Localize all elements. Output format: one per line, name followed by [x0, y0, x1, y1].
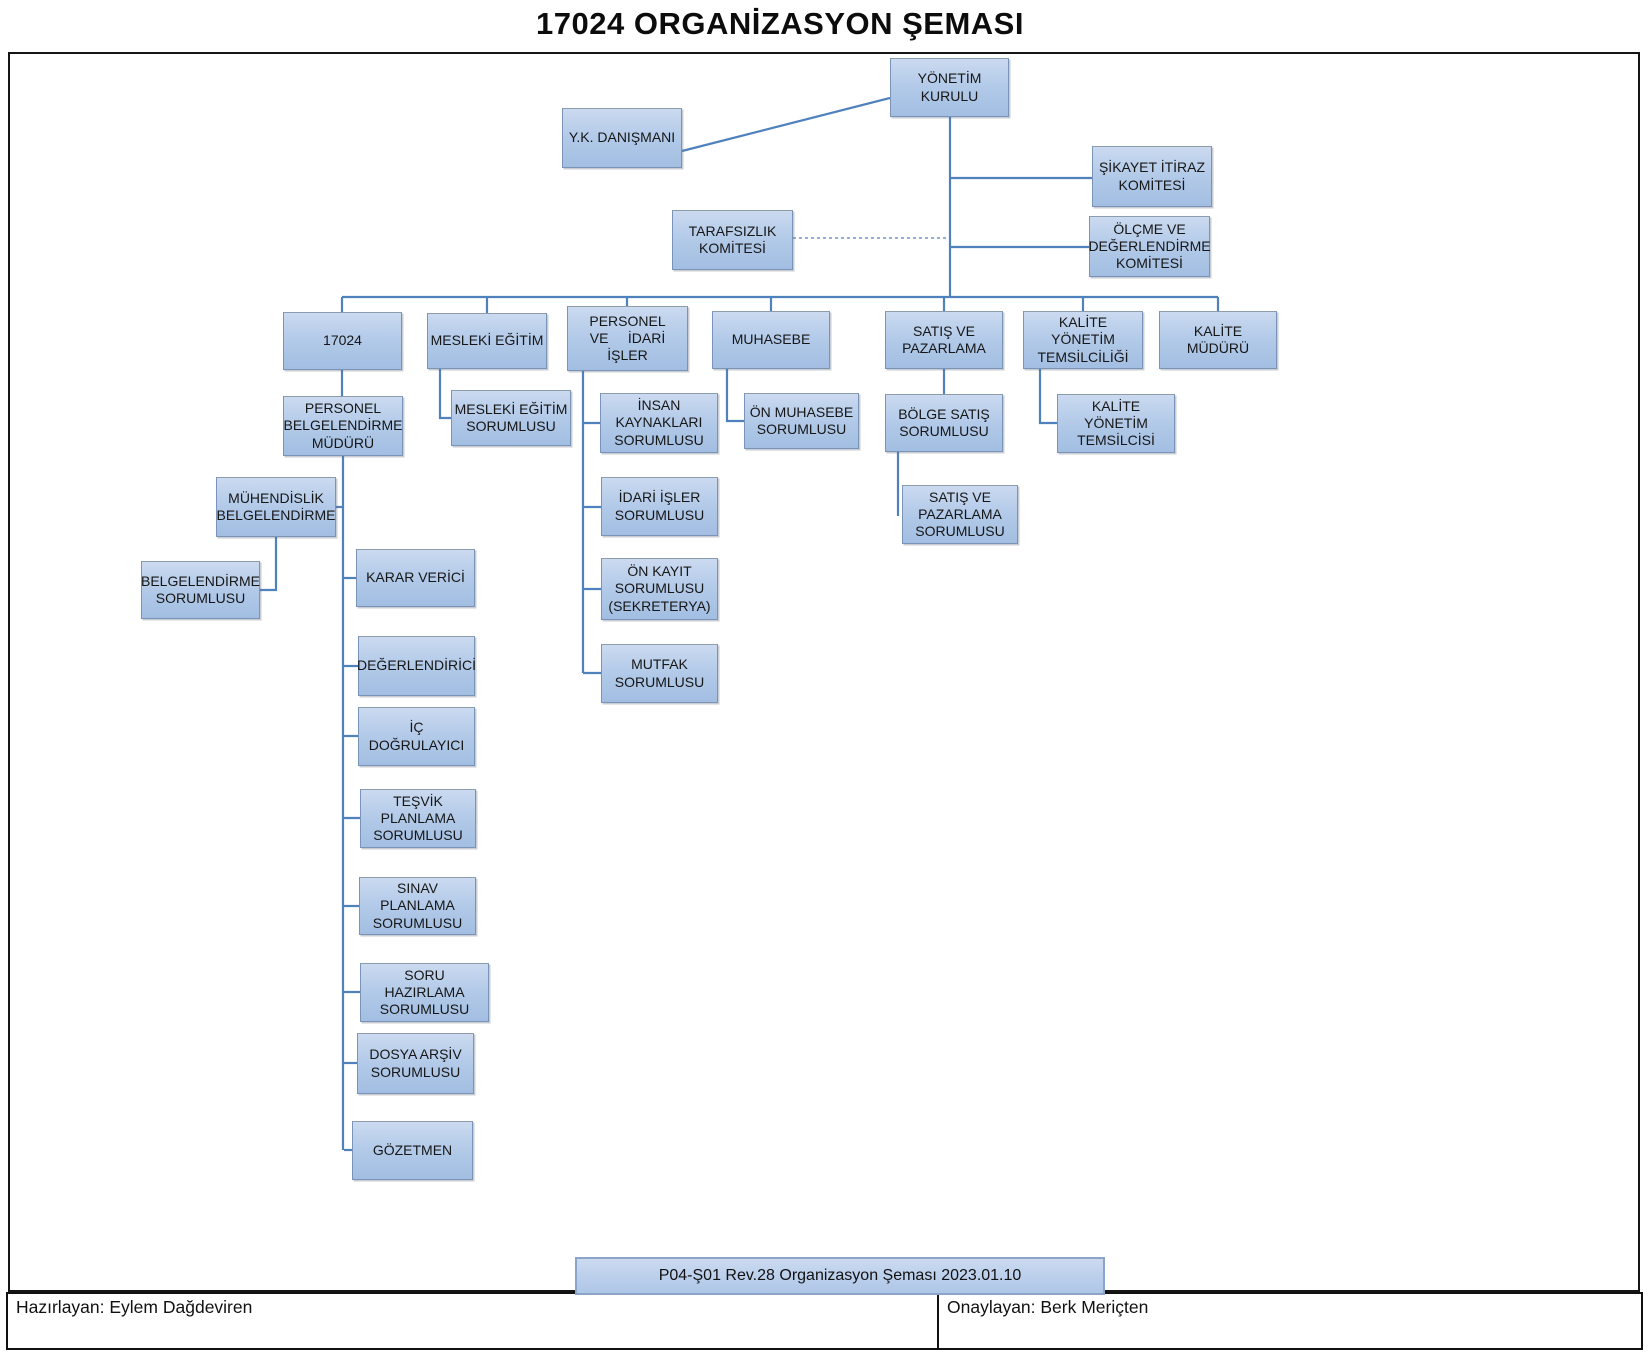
org-node-label: TARAFSIZLIK KOMİTESİ — [688, 222, 777, 256]
revision-label: P04-Ş01 Rev.28 Organizasyon Şeması 2023.… — [658, 1267, 1022, 1284]
org-node-gozetmen: GÖZETMEN — [352, 1121, 473, 1180]
org-node-label: PERSONEL BELGELENDİRME MÜDÜRÜ — [283, 400, 403, 451]
org-node-kalite-yonetim-temsilcisi: KALİTE YÖNETİM TEMSİLCİSİ — [1057, 394, 1175, 453]
org-node-muhendislik-belgelendirme: MÜHENDİSLİK BELGELENDİRME — [216, 477, 336, 537]
org-node-label: MESLEKİ EĞİTİM SORUMLUSU — [454, 400, 568, 434]
org-node-satis-ve-pazarlama: SATIŞ VE PAZARLAMA — [885, 311, 1003, 369]
org-node-label: YÖNETİM KURULU — [917, 70, 982, 104]
org-node-insan-kaynaklari-sorumlusu: İNSAN KAYNAKLARI SORUMLUSU — [600, 393, 718, 453]
org-node-label: ŞİKAYET İTİRAZ KOMİTESİ — [1098, 159, 1206, 193]
org-node-muhasebe: MUHASEBE — [712, 311, 830, 369]
org-node-label: MESLEKİ EĞİTİM — [430, 332, 544, 349]
org-node-degerlendirici: DEĞERLENDİRİCİ — [356, 636, 477, 696]
org-node-17024: 17024 — [283, 312, 402, 370]
org-node-label: KALİTE YÖNETİM TEMSİLCİLİĞİ — [1037, 314, 1129, 365]
org-node-label: DEĞERLENDİRİCİ — [356, 657, 477, 674]
org-node-label: SATIŞ VE PAZARLAMA SORUMLUSU — [915, 488, 1005, 540]
org-node-label: ÖN KAYIT SORUMLUSU (SEKRETERYA) — [608, 563, 711, 614]
org-node-olcme-ve-degerlendirme-komitesi: ÖLÇME VE DEĞERLENDİRME KOMİTESİ — [1088, 216, 1211, 277]
org-node-label: KALİTE MÜDÜRÜ — [1186, 322, 1250, 356]
org-node-label: SINAV PLANLAMA SORUMLUSU — [372, 880, 463, 931]
org-node-karar-verici: KARAR VERİCİ — [356, 549, 475, 607]
footer-prepared-by: Hazırlayan: Eylem Dağdeviren — [16, 1297, 253, 1317]
org-node-label: SATIŞ VE PAZARLAMA — [902, 322, 986, 356]
org-node-yk-danismani: Y.K. DANIŞMANI — [562, 108, 682, 168]
org-node-label: KARAR VERİCİ — [366, 569, 465, 586]
org-node-label: 17024 — [323, 332, 362, 349]
org-node-idari-isler-sorumlusu: İDARİ İŞLER SORUMLUSU — [601, 477, 718, 536]
org-node-personel-belgelendirme-muduru: PERSONEL BELGELENDİRME MÜDÜRÜ — [283, 396, 403, 456]
org-node-label: Y.K. DANIŞMANI — [568, 129, 676, 146]
org-node-personel-ve-idari-isler: PERSONEL VE İDARİ İŞLER — [567, 306, 688, 371]
org-node-label: İDARİ İŞLER SORUMLUSU — [614, 489, 705, 523]
org-node-label: BÖLGE SATIŞ SORUMLUSU — [898, 405, 990, 439]
org-node-label: İÇ DOĞRULAYICI — [368, 719, 465, 753]
org-node-mesleki-egitim-sorumlusu: MESLEKİ EĞİTİM SORUMLUSU — [451, 390, 571, 446]
org-node-bolge-satis-sorumlusu: BÖLGE SATIŞ SORUMLUSU — [885, 394, 1003, 452]
org-node-label: ÖN MUHASEBE SORUMLUSU — [749, 403, 854, 437]
org-node-label: MÜHENDİSLİK BELGELENDİRME — [216, 489, 336, 523]
org-node-sinav-planlama-sorumlusu: SINAV PLANLAMA SORUMLUSU — [359, 877, 476, 935]
org-node-dosya-arsiv-sorumlusu: DOSYA ARŞİV SORUMLUSU — [357, 1033, 474, 1094]
org-node-label: GÖZETMEN — [372, 1141, 453, 1158]
org-node-belgelendirme-sorumlusu: BELGELENDİRME SORUMLUSU — [141, 561, 260, 619]
org-node-kalite-yonetim-temsilciligi: KALİTE YÖNETİM TEMSİLCİLİĞİ — [1023, 311, 1143, 369]
org-node-yonetim-kurulu: YÖNETİM KURULU — [890, 58, 1009, 117]
org-node-mesleki-egitim: MESLEKİ EĞİTİM — [427, 313, 547, 369]
org-node-label: DOSYA ARŞİV SORUMLUSU — [369, 1046, 462, 1080]
org-node-soru-hazirlama-sorumlusu: SORU HAZIRLAMA SORUMLUSU — [360, 963, 489, 1022]
org-node-on-muhasebe-sorumlusu: ÖN MUHASEBE SORUMLUSU — [744, 393, 859, 449]
org-node-on-kayit-sorumlusu: ÖN KAYIT SORUMLUSU (SEKRETERYA) — [601, 558, 718, 620]
footer-table: Hazırlayan: Eylem Dağdeviren Onaylayan: … — [6, 1292, 1643, 1350]
chart-frame — [8, 52, 1640, 1292]
org-node-ic-dogrulayici: İÇ DOĞRULAYICI — [358, 707, 475, 766]
org-node-label: KALİTE YÖNETİM TEMSİLCİSİ — [1077, 397, 1155, 449]
org-node-kalite-muduru: KALİTE MÜDÜRÜ — [1159, 311, 1277, 369]
page-title: 17024 ORGANİZASYON ŞEMASI — [536, 6, 1024, 41]
org-node-tarafsizlik-komitesi: TARAFSIZLIK KOMİTESİ — [672, 210, 793, 270]
org-node-sikayet-itiraz-komitesi: ŞİKAYET İTİRAZ KOMİTESİ — [1092, 146, 1212, 207]
org-node-label: BELGELENDİRME SORUMLUSU — [140, 572, 261, 606]
org-node-satis-ve-pazarlama-sorumlusu: SATIŞ VE PAZARLAMA SORUMLUSU — [902, 485, 1018, 544]
org-node-label: MUHASEBE — [731, 331, 811, 348]
org-node-label: ÖLÇME VE DEĞERLENDİRME KOMİTESİ — [1088, 220, 1211, 272]
org-node-label: İNSAN KAYNAKLARI SORUMLUSU — [614, 397, 704, 448]
org-node-label: MUTFAK SORUMLUSU — [614, 656, 705, 690]
org-node-label: TEŞVİK PLANLAMA SORUMLUSU — [373, 792, 463, 844]
org-node-tesvik-planlama-sorumlusu: TEŞVİK PLANLAMA SORUMLUSU — [360, 789, 476, 848]
revision-label-box: P04-Ş01 Rev.28 Organizasyon Şeması 2023.… — [575, 1257, 1105, 1295]
org-node-label: SORU HAZIRLAMA SORUMLUSU — [379, 966, 470, 1018]
org-node-label: PERSONEL VE İDARİ İŞLER — [589, 312, 666, 364]
org-node-mutfak-sorumlusu: MUTFAK SORUMLUSU — [601, 644, 718, 703]
footer-approved-by: Onaylayan: Berk Meriçten — [937, 1294, 1641, 1348]
